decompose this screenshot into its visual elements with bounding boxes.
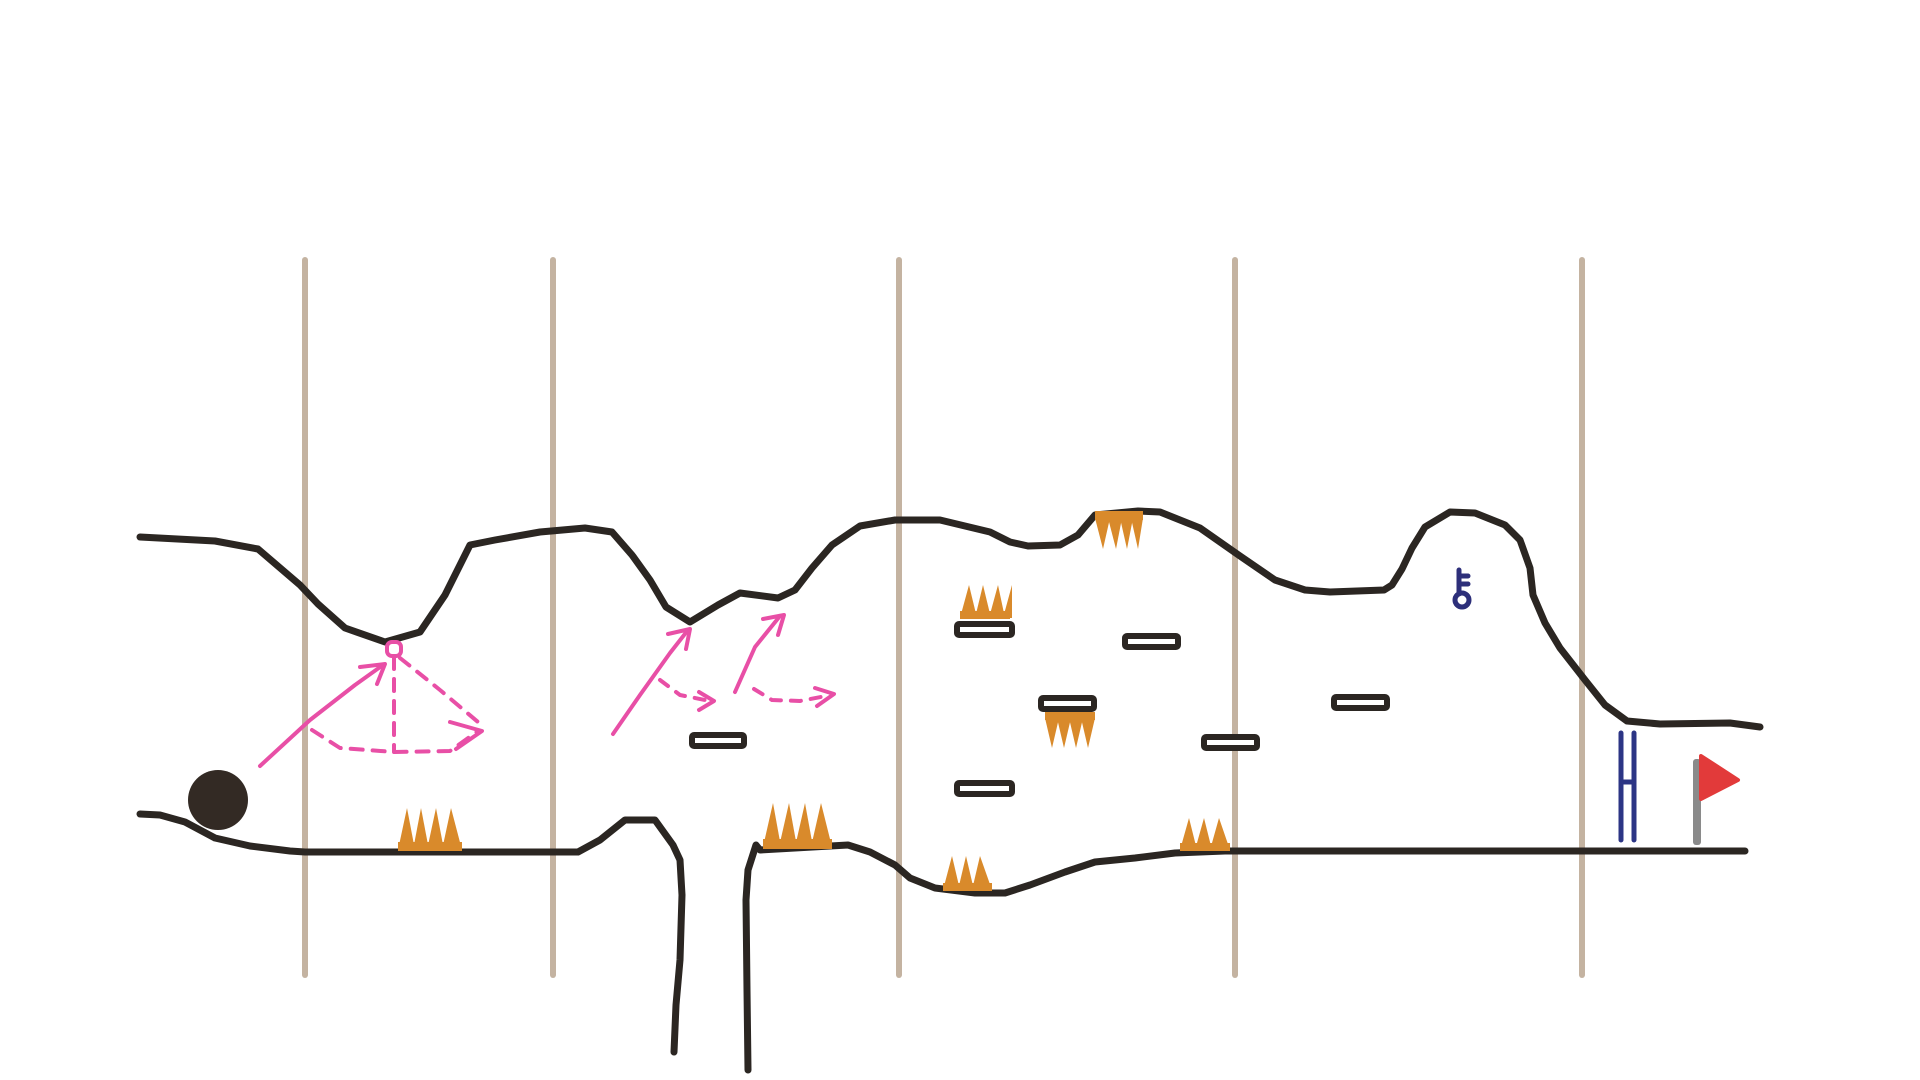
flag-banner (1699, 754, 1740, 801)
platform-4 (1038, 695, 1097, 712)
spike-hazard-floor-2 (763, 803, 832, 849)
trajectory-arrowhead-1 (358, 662, 387, 686)
goal-flag[interactable] (1693, 754, 1740, 845)
trajectory-dashed-low-1 (658, 678, 712, 703)
spike-hazard-floor-3 (943, 856, 992, 891)
trajectory-arrowhead-3 (666, 627, 692, 651)
trajectory-arrowhead-2 (448, 720, 484, 751)
section-dividers (302, 257, 1585, 978)
platform-7 (1331, 694, 1390, 711)
key-icon[interactable] (1452, 567, 1472, 610)
trajectory-node (385, 640, 403, 658)
cave-floor-right (742, 841, 1749, 1074)
player-ball[interactable] (188, 770, 248, 830)
spike-hazard-floor-1 (398, 808, 462, 851)
trajectory-line-2 (611, 628, 690, 736)
spike-hazard-platform-1 (960, 585, 1012, 619)
platform-3 (1122, 633, 1181, 650)
trajectory-line-1 (258, 663, 385, 768)
spike-hazard-ceiling-1 (1095, 511, 1143, 549)
locked-gate (1618, 730, 1637, 843)
jump-trajectory-arrows (258, 613, 836, 768)
platform-5 (954, 780, 1015, 797)
platforms (689, 621, 1390, 797)
platform-6 (1201, 734, 1260, 751)
spike-hazard-floor-4 (1180, 818, 1230, 851)
trajectory-arrowhead-5 (697, 690, 716, 712)
cave-ceiling (136, 507, 1764, 731)
trajectory-dashed-low-2 (752, 687, 828, 703)
platform-1 (689, 732, 747, 749)
trajectory-line-3 (733, 614, 782, 694)
cave-floor (136, 810, 686, 1056)
spike-hazard-platform-2 (1045, 712, 1095, 748)
platform-2 (954, 621, 1015, 638)
trajectory-dashed-right (398, 656, 480, 724)
trajectory-arrowhead-6 (813, 686, 836, 708)
trajectory-arrowhead-4 (761, 613, 786, 637)
